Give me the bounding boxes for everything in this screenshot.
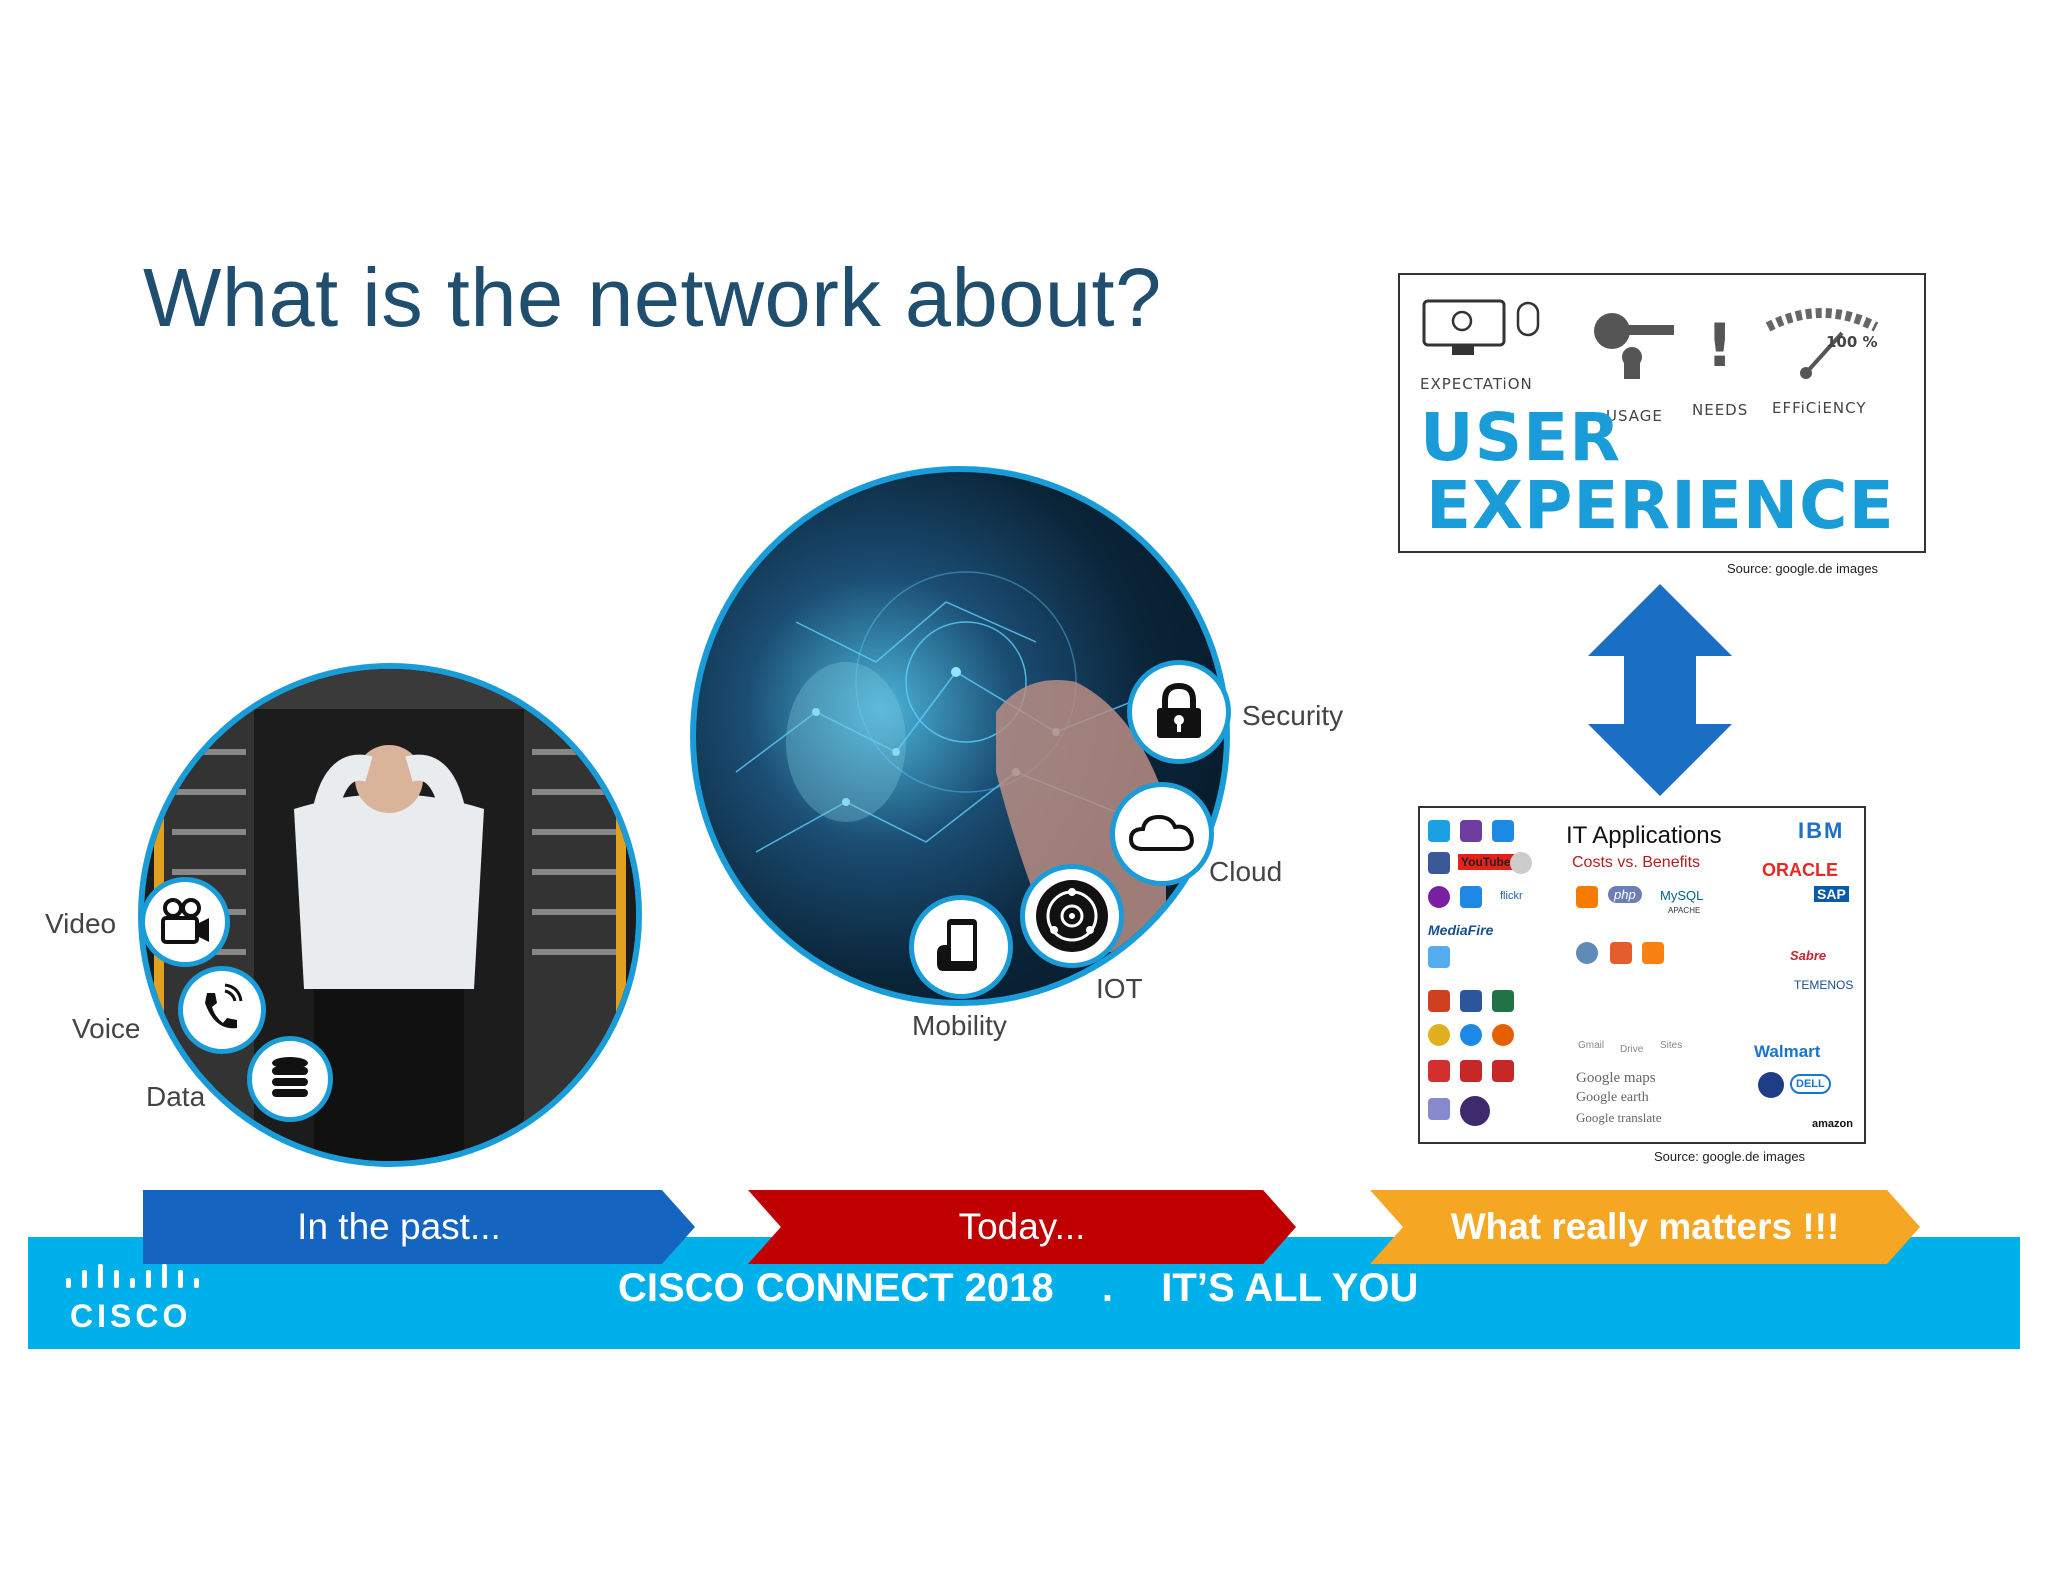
volkswagen-icon [1758,1072,1784,1098]
label-voice: Voice [72,1013,141,1044]
cisco-logo-text: CISCO [70,1298,192,1334]
cloud-icon [1110,782,1214,886]
moodle-icon [1642,942,1664,964]
chevron-past-label: In the past... [297,1206,501,1247]
firefox-icon [1492,1024,1514,1046]
chevron-past: In the past... [143,1190,695,1264]
apps-source: Source: google.de images [1654,1149,1806,1164]
ie-icon [1460,1024,1482,1046]
flickr-logo: flickr [1500,890,1523,902]
tagline-left: CISCO CONNECT 2018 [618,1266,1054,1310]
mysql-logo: MySQL [1660,888,1704,903]
ux-needs: NEEDS [1692,401,1749,419]
walmart-logo: Walmart [1754,1042,1821,1061]
wikipedia-icon [1510,852,1532,874]
label-mobility: Mobility [912,1010,1007,1041]
amazon-logo: amazon [1812,1118,1853,1130]
gauge-icon [1765,308,1879,379]
yahoo-icon [1428,886,1450,908]
ibm-logo: IBM [1798,818,1845,843]
apache-logo: APACHE [1668,906,1701,915]
tagline-right: IT’S ALL YOU [1161,1266,1419,1310]
footer-tagline: CISCO CONNECT 2018 . IT’S ALL YOU [618,1266,1418,1311]
feather-icon [1428,1098,1450,1120]
pdf-icon [1428,1060,1450,1082]
chevron-today-label: Today... [958,1206,1086,1247]
double-arrow-icon [1588,584,1732,796]
temenos-logo: TEMENOS [1794,978,1854,992]
excel-icon [1492,990,1514,1012]
mobile-icon [909,895,1013,999]
label-data: Data [146,1081,206,1112]
key-person-icon [1594,313,1674,379]
chevron-matters-label: What really matters !!! [1450,1206,1840,1247]
drive-label: Drive [1620,1044,1644,1055]
label-cloud: Cloud [1209,856,1283,887]
chrome-icon [1428,1024,1450,1046]
powerpoint-icon [1428,990,1450,1012]
slide-title: What is the network about? [143,251,1162,344]
xampp-icon [1576,886,1598,908]
joomla-icon [1610,942,1632,964]
skype-icon [1428,820,1450,842]
cisco-logo-icon [66,1264,199,1288]
gmail-label: Gmail [1578,1040,1605,1051]
mediafire-logo: MediaFire [1428,922,1494,938]
label-security: Security [1242,700,1344,731]
dell-logo: DELL [1790,1074,1831,1094]
facebook-icon [1428,852,1450,874]
apps-subtitle: Costs vs. Benefits [1572,854,1701,871]
chevron-matters: What really matters !!! [1370,1190,1920,1264]
twitter-icon [1428,946,1450,968]
ux-expectation: EXPECTATiON [1420,375,1533,393]
sap-logo: SAP [1814,886,1849,902]
lock-icon [1127,660,1231,764]
sabre-logo: Sabre [1790,948,1827,963]
video-camera-icon [140,877,230,967]
dropbox-icon [1460,886,1482,908]
sites-label: Sites [1660,1040,1683,1051]
label-video: Video [45,908,117,939]
unikey-icon [1460,1060,1482,1082]
user-experience-image: EXPECTATiON USAGE ! NEEDS 100 % EFFiCiEN… [1398,273,1926,553]
ux-experience-word: EXPERIENCE [1426,467,1895,544]
oracle-logo: ORACLE [1762,860,1838,880]
iot-icon [1020,864,1124,968]
youtube-logo: YouTube [1458,854,1514,870]
webmin-icon [1576,942,1598,964]
phone-icon [178,966,266,1054]
ux-efficiency: EFFiCiENCY [1772,399,1867,417]
ux-user-word: USER [1420,399,1622,476]
label-iot: IOT [1096,973,1143,1004]
it-applications-image: IT Applications Costs vs. Benefits YouTu… [1418,806,1866,1144]
google-translate-logo: Google translate [1576,1110,1662,1125]
tagline-dot: . [1101,1266,1114,1310]
kaspersky-icon [1492,1060,1514,1082]
google-earth-logo: Google earth [1576,1090,1649,1105]
computer-icon [1422,299,1540,355]
chevron-today: Today... [748,1190,1296,1264]
php-logo: php [1608,886,1642,903]
ux-usage: USAGE [1606,407,1663,425]
database-icon [247,1036,333,1122]
word-icon [1460,990,1482,1012]
apps-title: IT Applications [1566,822,1722,849]
ux-percent: 100 % [1826,333,1878,351]
teamviewer-icon [1492,820,1514,842]
google-maps-logo: Google maps [1576,1070,1656,1086]
viber-icon [1460,820,1482,842]
eclipse-icon [1460,1096,1490,1126]
ux-source: Source: google.de images [1727,561,1879,576]
exclamation-icon: ! [1706,311,1734,381]
